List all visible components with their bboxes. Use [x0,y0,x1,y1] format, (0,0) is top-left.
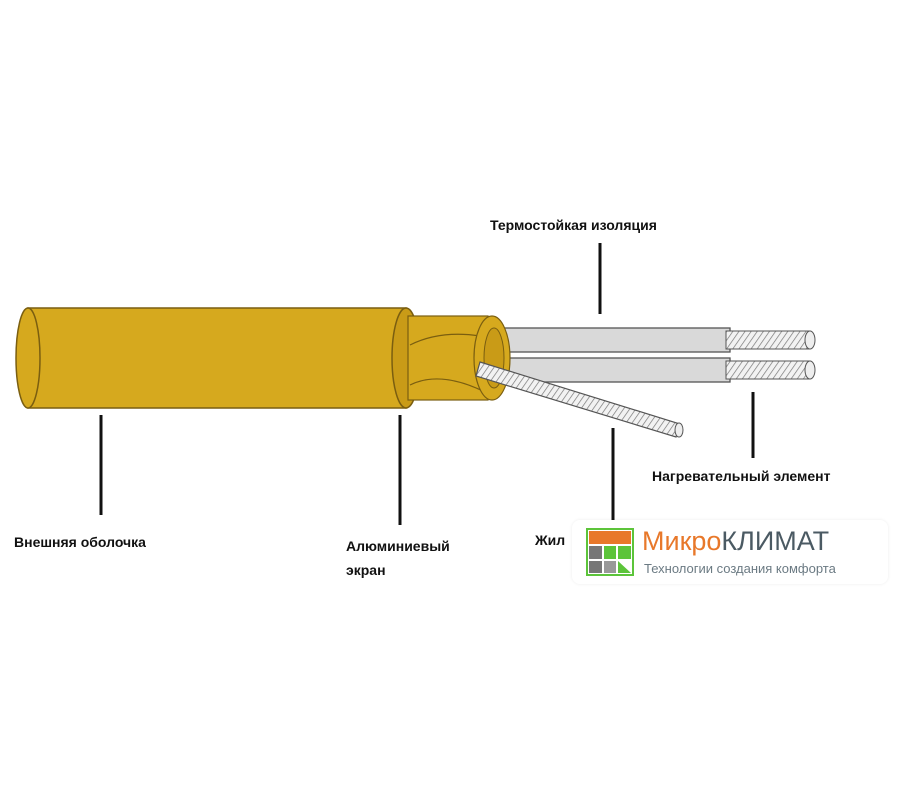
logo-title-part2: КЛИМАТ [721,526,830,556]
label-thermo-insulation: Термостойкая изоляция [490,217,657,233]
aluminum-screen [407,315,511,401]
heating-wire-bottom [489,357,816,383]
label-outer-sheath: Внешняя оболочка [14,534,146,550]
logo-title-part1: Микро [642,526,722,556]
heating-wire-top [489,327,816,353]
logo-title: МикроКЛИМАТ [642,526,829,557]
brand-logo: МикроКЛИМАТ Технологии создания комфорта [572,520,888,584]
label-aluminum-screen-1: Алюминиевый [346,538,450,554]
label-heating-element: Нагревательный элемент [652,468,831,484]
label-core: Жил [535,532,566,548]
ground-core [475,361,684,438]
logo-subtitle: Технологии создания комфорта [644,561,836,576]
outer-sheath [15,307,421,409]
logo-mark-icon [586,528,634,576]
leader-lines [99,243,755,530]
label-aluminum-screen-2: экран [346,562,386,578]
